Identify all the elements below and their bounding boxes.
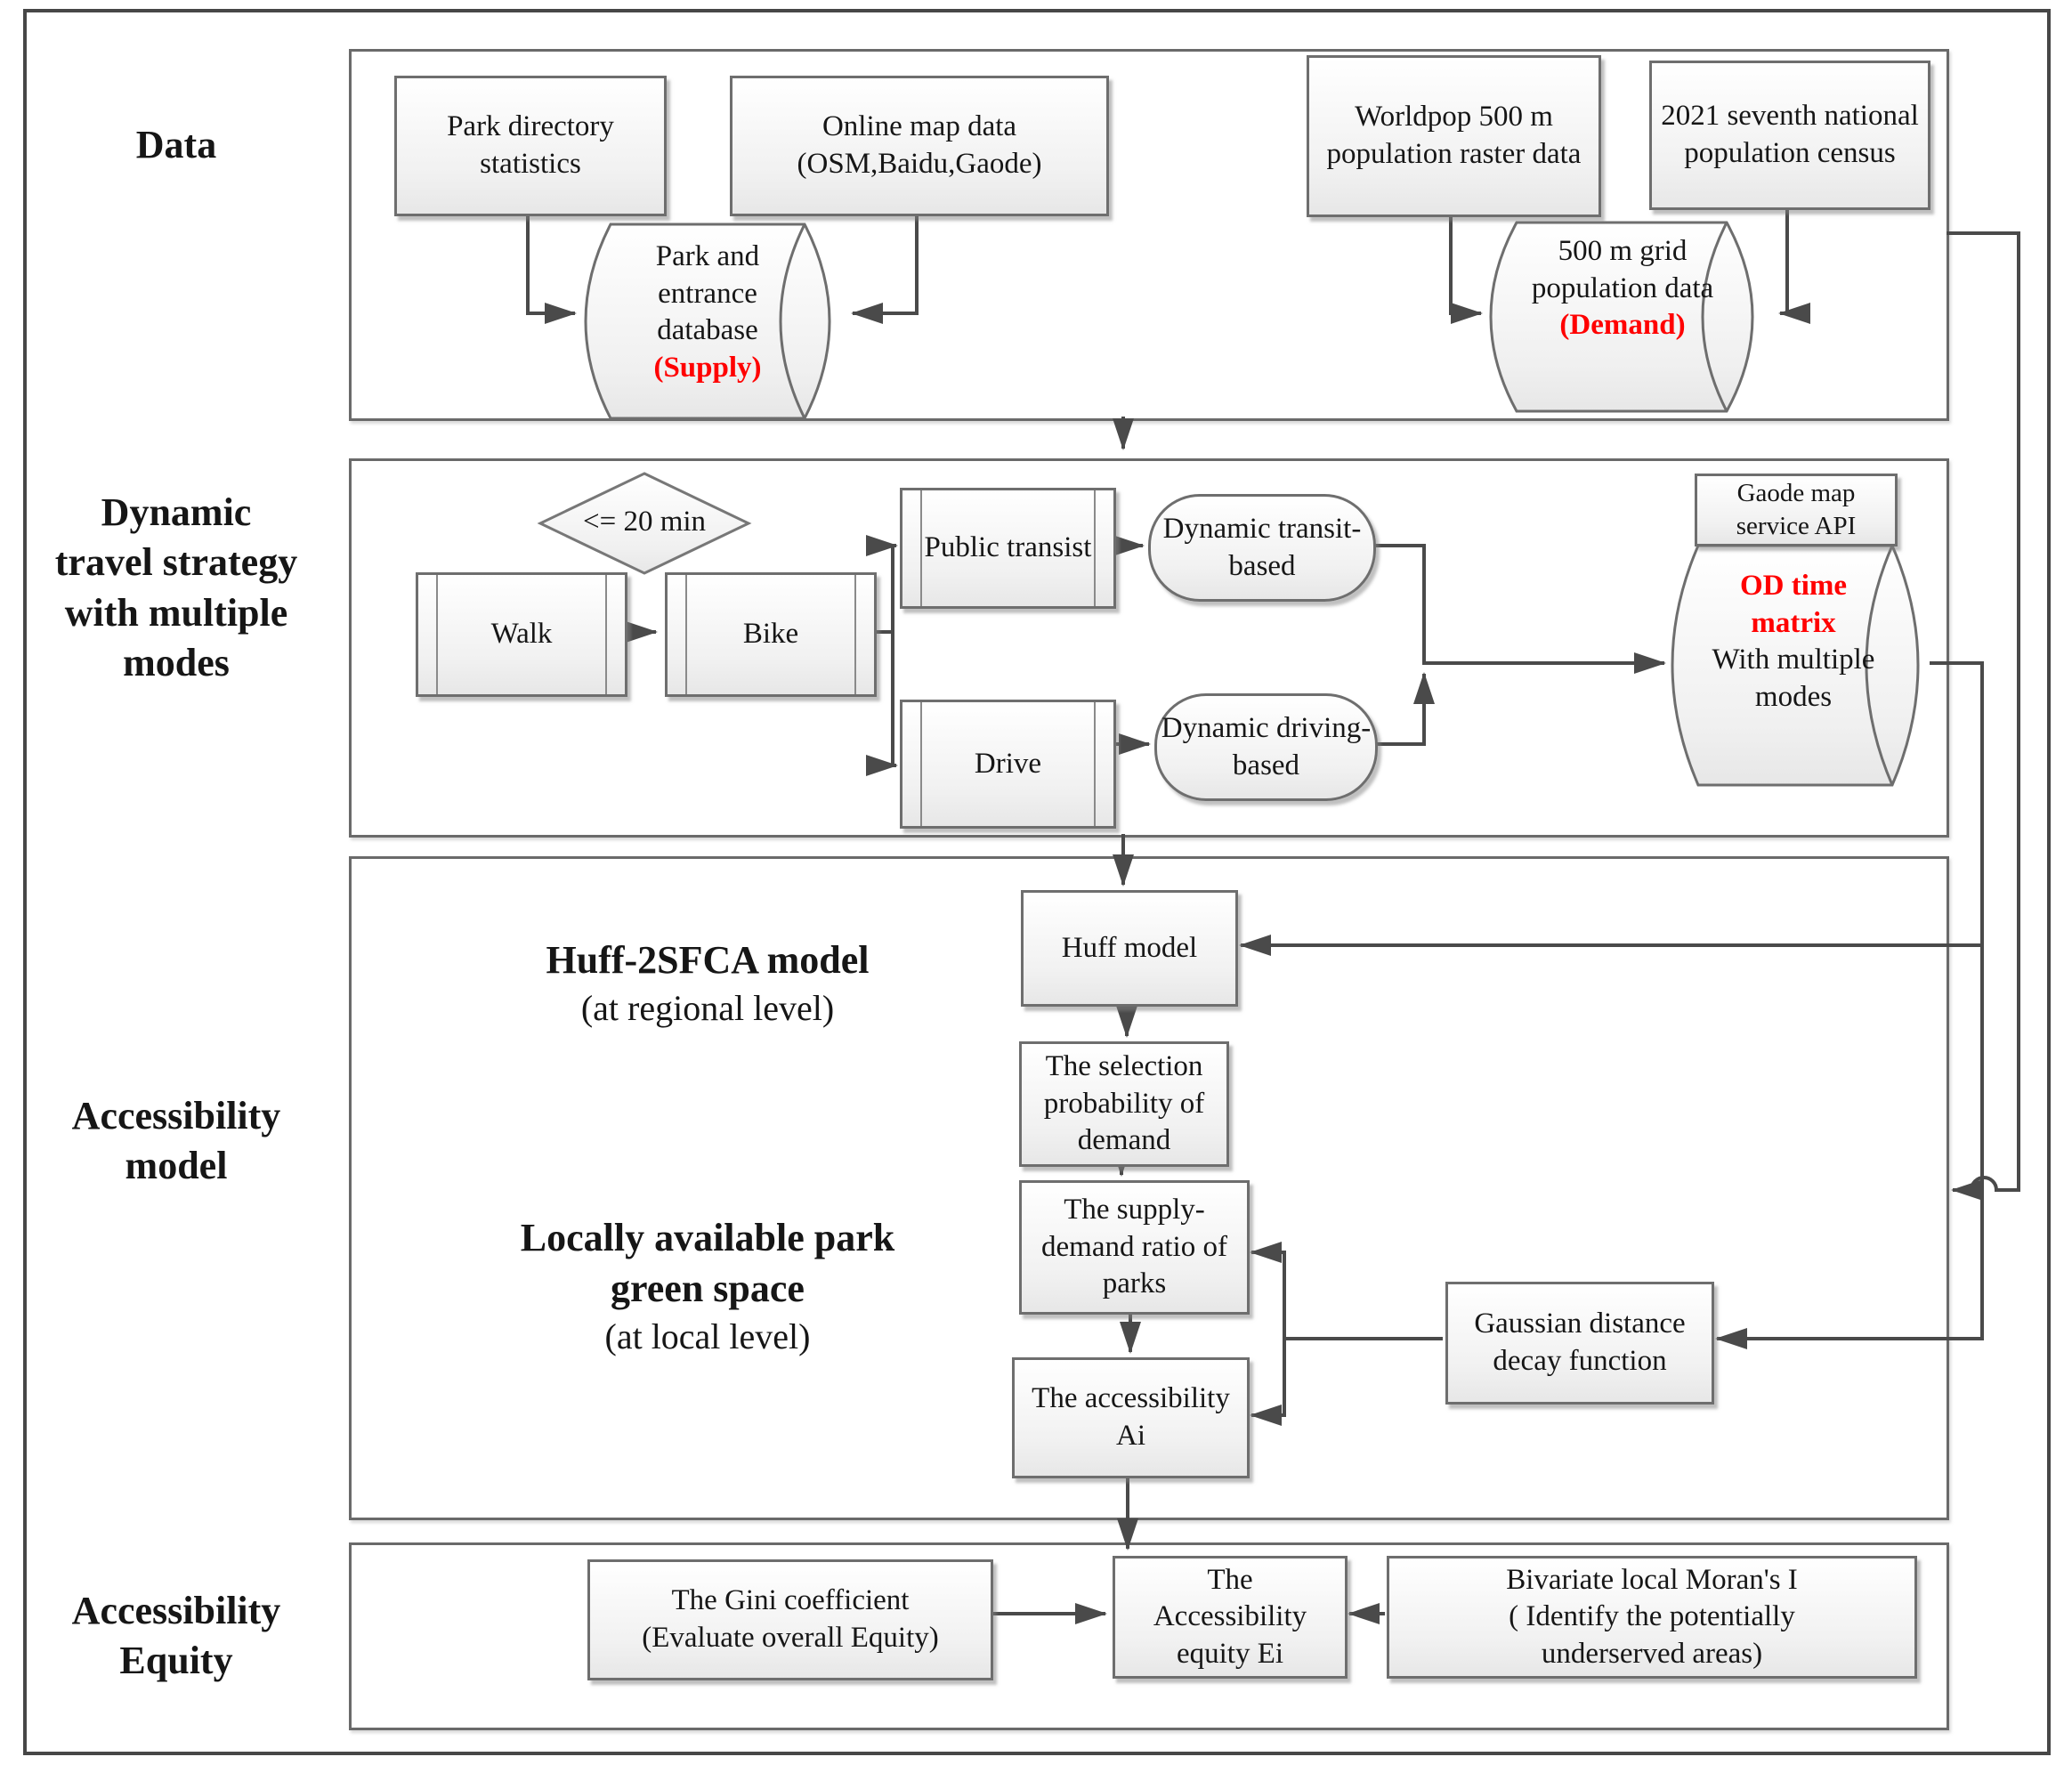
locally-title: Locally available park green space — [520, 1216, 895, 1311]
huff-2sfca-sub: (at regional level) — [580, 988, 835, 1029]
gini-line-1: The Gini coefficient — [671, 1584, 910, 1617]
box-worldpop-raster: Worldpop 500 m population raster data — [1307, 55, 1601, 217]
box-bivariate-moran: Bivariate local Moran's I ( Identify the… — [1387, 1556, 1917, 1679]
demand-db-label: 500 m grid population data — [1531, 235, 1714, 304]
label-travel-section: Dynamic travel strategy with multiple mo… — [54, 490, 298, 684]
arrow-gaussian-to-ai — [1250, 1339, 1286, 1426]
demand-tag: (Demand) — [1559, 309, 1686, 342]
equity-line-1: The — [1207, 1563, 1253, 1596]
cylinder-text-supply: Park and entrance database (Supply) — [619, 239, 797, 386]
label-data-section: Data — [135, 123, 217, 166]
label-equity-section: Accessibility Equity — [71, 1589, 281, 1683]
cylinder-text-demand: 500 m grid population data (Demand) — [1529, 233, 1716, 344]
box-gaussian-decay: Gaussian distance decay function — [1445, 1282, 1714, 1405]
arrow-data-to-model-feedback — [1947, 231, 2020, 1201]
box-gaode-api: Gaode map service API — [1695, 474, 1898, 546]
box-public-transit: Public transist — [900, 488, 1116, 609]
box-online-map-data: Online map data (OSM,Baidu,Gaode) — [730, 76, 1109, 216]
huff-2sfca-title: Huff-2SFCA model — [546, 938, 870, 982]
od-matrix-red-label: OD time matrix — [1739, 570, 1848, 639]
arrow-parkdir-to-supply — [526, 214, 577, 324]
equity-line-2: Accessibility — [1153, 1600, 1307, 1633]
arrow-branch-to-drive — [866, 632, 898, 776]
connector-arrows — [526, 206, 2020, 1624]
supply-db-label: Park and entrance database — [655, 240, 760, 347]
label-huff-2sfca: Huff-2SFCA model (at regional level) — [498, 935, 917, 1032]
moran-line-2: ( Identify the potentially — [1509, 1600, 1795, 1633]
box-population-census: 2021 seventh national population census — [1649, 61, 1930, 210]
gini-line-2: (Evaluate overall Equity) — [642, 1622, 939, 1654]
arrow-dynamic-transit-to-od — [1372, 544, 1666, 674]
box-dynamic-driving-based: Dynamic driving-based — [1154, 693, 1378, 801]
arrow-gaussian-to-supplydemand — [1250, 1242, 1443, 1340]
arrow-census-to-demand — [1778, 206, 1810, 324]
outer-border — [23, 9, 2051, 1755]
equity-line-3: equity Ei — [1176, 1637, 1284, 1670]
arrow-branch-to-public-transit — [866, 535, 898, 632]
arrow-dynamic-driving-to-junction — [1374, 672, 1435, 746]
box-accessibility-ai: The accessibility Ai — [1012, 1357, 1250, 1478]
moran-line-3: underserved areas) — [1541, 1637, 1763, 1670]
cylinder-text-od-matrix: OD time matrix With multiple modes — [1704, 568, 1882, 716]
box-drive: Drive — [900, 700, 1116, 829]
label-model-section: Accessibility model — [71, 1094, 281, 1188]
decision-diamond — [537, 472, 752, 575]
box-huff-model: Huff model — [1021, 890, 1238, 1007]
od-time-matrix-cylinder — [1671, 544, 1920, 787]
supply-tag: (Supply) — [653, 351, 762, 384]
arrow-worldpop-to-demand — [1449, 214, 1483, 324]
label-locally-available: Locally available park green space (at l… — [463, 1212, 952, 1360]
box-bike: Bike — [665, 572, 877, 697]
demand-database-cylinder — [1489, 221, 1754, 413]
supply-database-cylinder — [584, 223, 831, 420]
decision-label: <= 20 min — [582, 506, 707, 538]
box-walk: Walk — [416, 572, 627, 697]
box-dynamic-transit-based: Dynamic transit-based — [1148, 494, 1376, 602]
locally-sub: (at local level) — [604, 1316, 811, 1357]
arrow-onlinemap-to-supply — [851, 214, 919, 324]
box-accessibility-equity: The Accessibility equity Ei — [1113, 1556, 1348, 1679]
box-park-directory: Park directory statistics — [394, 76, 667, 216]
od-matrix-black-label: With multiple modes — [1712, 644, 1875, 713]
box-gini-coefficient: The Gini coefficient (Evaluate overall E… — [587, 1559, 993, 1680]
box-supply-demand-ratio: The supply-demand ratio of parks — [1019, 1180, 1250, 1315]
box-selection-probability: The selection probability of demand — [1019, 1041, 1229, 1167]
arrow-od-to-gaussian — [1715, 661, 1984, 1349]
moran-line-1: Bivariate local Moran's I — [1506, 1563, 1798, 1596]
